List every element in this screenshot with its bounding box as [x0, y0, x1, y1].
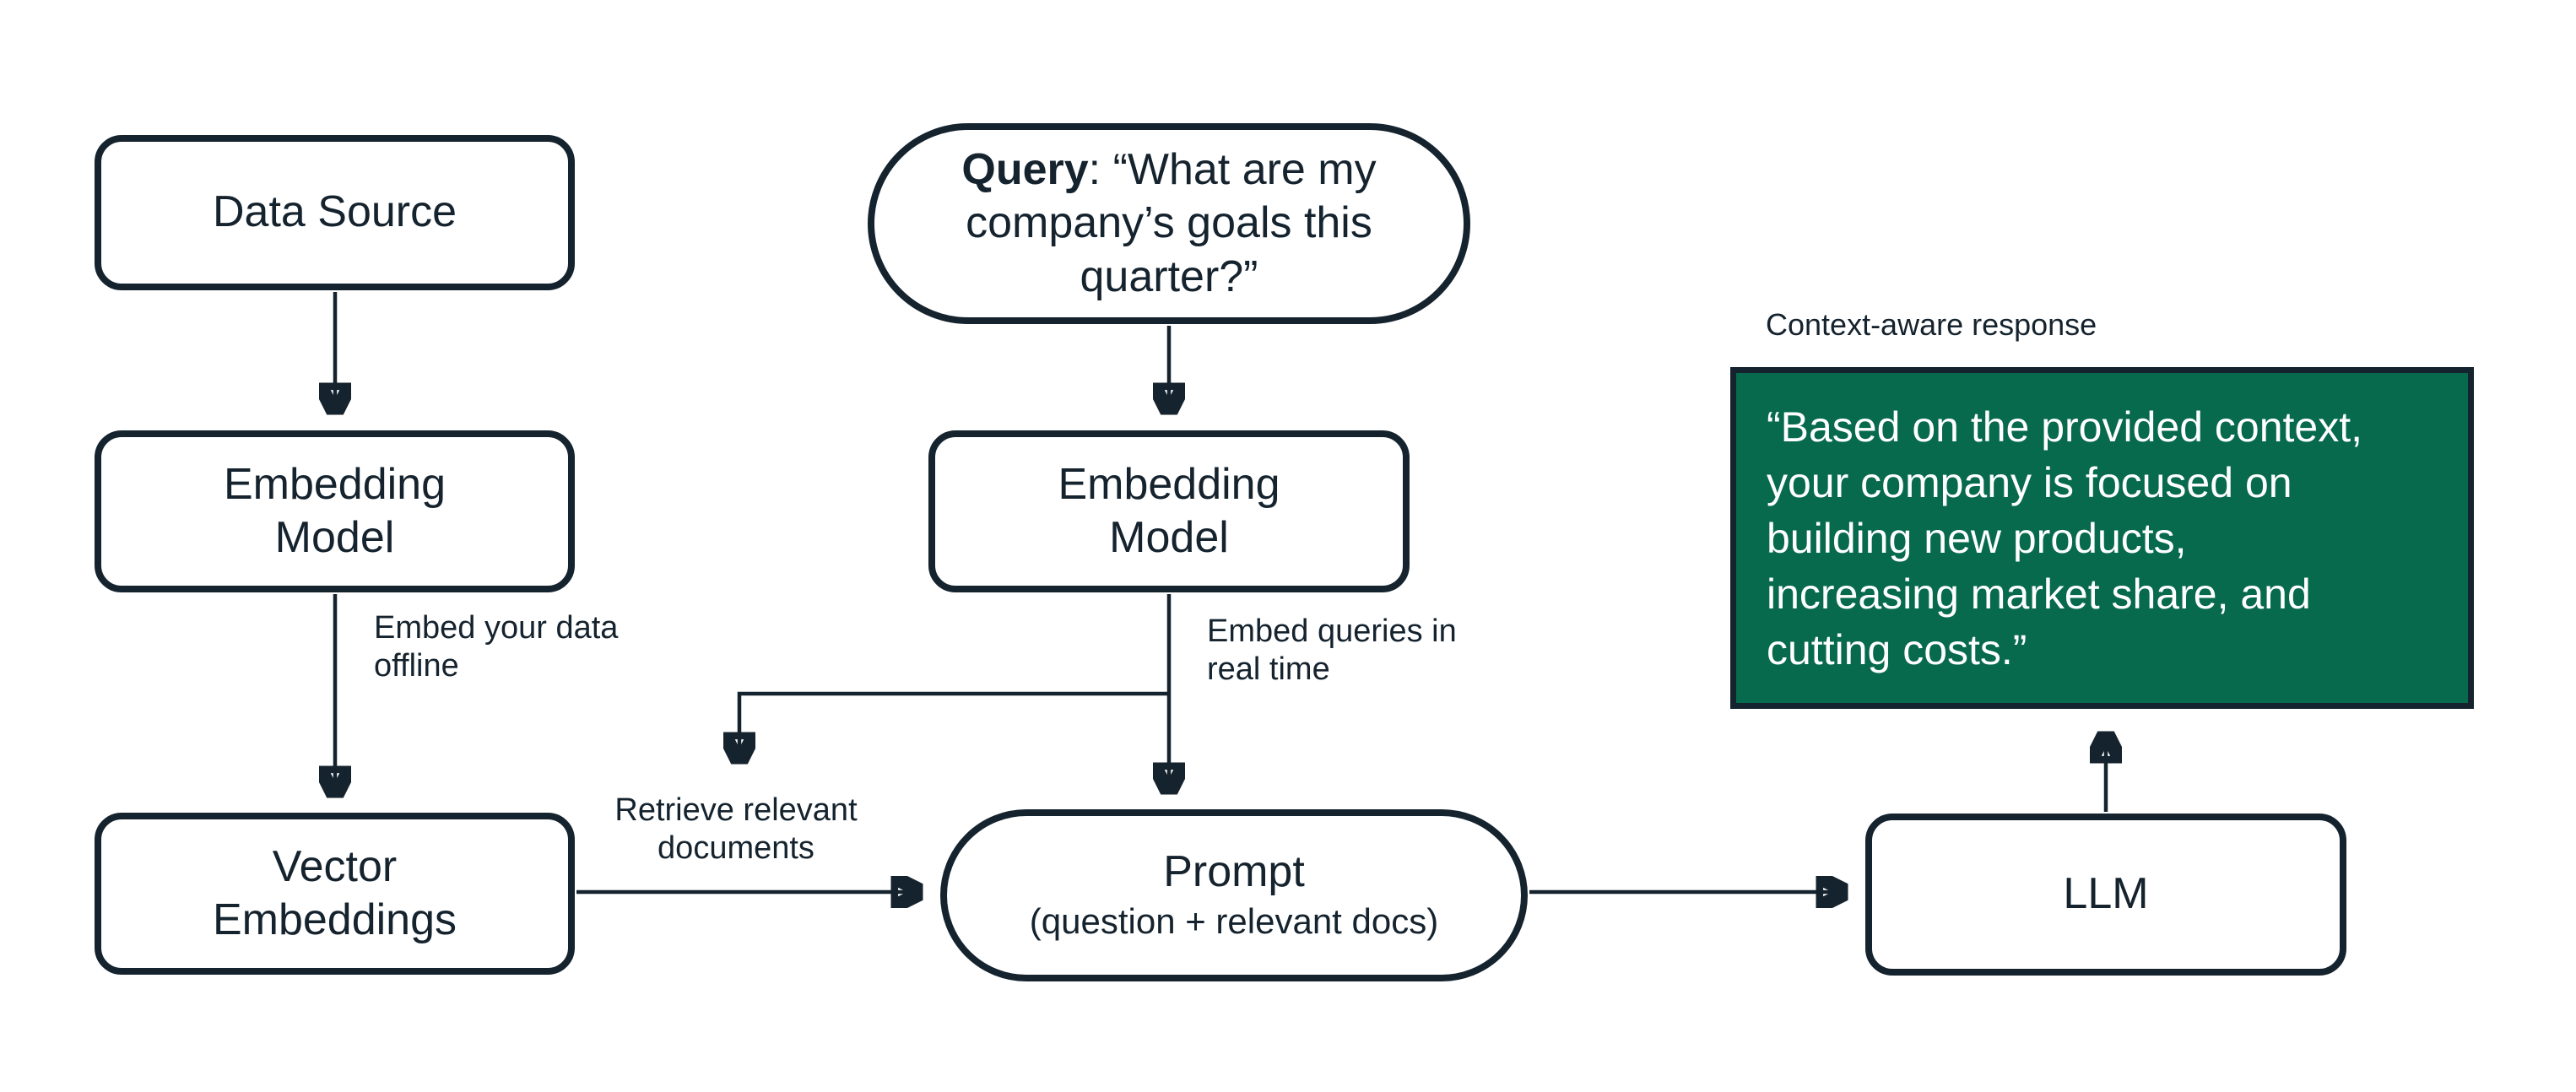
node-embedding-model-query: Embedding Model	[928, 430, 1410, 592]
embed-offline-line2: offline	[374, 647, 459, 684]
response-line3: building new products,	[1767, 514, 2187, 562]
retrieve-line2: documents	[658, 830, 814, 866]
embedding-model-data-line2: Model	[274, 513, 395, 562]
label-retrieve-relevant-documents: Retrieve relevant documents	[582, 792, 890, 868]
query-body: : “What are my company’s goals this quar…	[966, 144, 1377, 301]
response-line1: “Based on the provided context,	[1767, 403, 2363, 451]
response-line2: your company is focused on	[1767, 458, 2292, 506]
vector-embeddings-line1: Vector	[272, 841, 398, 891]
query-bold-prefix: Query	[961, 144, 1089, 194]
label-embed-data-offline: Embed your data offline	[374, 609, 618, 685]
embed-offline-line1: Embed your data	[374, 610, 619, 646]
arrow-branch-retrieve	[739, 691, 1169, 760]
label-context-aware-response: Context-aware response	[1766, 307, 2097, 342]
node-data-source: Data Source	[95, 135, 575, 290]
prompt-subtitle: (question + relevant docs)	[1029, 901, 1439, 942]
node-query: Query: “What are my company’s goals this…	[868, 123, 1470, 324]
embedding-model-query-line1: Embedding	[1058, 459, 1280, 509]
node-prompt: Prompt (question + relevant docs)	[940, 809, 1528, 981]
label-embed-queries-realtime: Embed queries in real time	[1207, 613, 1457, 689]
embed-realtime-line1: Embed queries in	[1207, 614, 1457, 649]
embedding-model-data-line1: Embedding	[223, 459, 446, 509]
data-source-label: Data Source	[212, 187, 457, 237]
response-line4: increasing market share, and	[1767, 570, 2311, 618]
embedding-model-query-line2: Model	[1109, 513, 1229, 562]
retrieve-line1: Retrieve relevant	[614, 792, 858, 828]
node-llm: LLM	[1865, 814, 2346, 976]
prompt-title: Prompt	[1163, 846, 1305, 896]
response-line5: cutting costs.”	[1767, 625, 2027, 673]
node-vector-embeddings: Vector Embeddings	[95, 813, 575, 975]
node-context-aware-response: “Based on the provided context, your com…	[1730, 367, 2474, 709]
node-embedding-model-data: Embedding Model	[95, 430, 575, 592]
query-text: Query: “What are my company’s goals this…	[874, 143, 1464, 304]
llm-label: LLM	[2063, 869, 2149, 919]
embed-realtime-line2: real time	[1207, 651, 1330, 687]
vector-embeddings-line2: Embeddings	[212, 895, 457, 944]
